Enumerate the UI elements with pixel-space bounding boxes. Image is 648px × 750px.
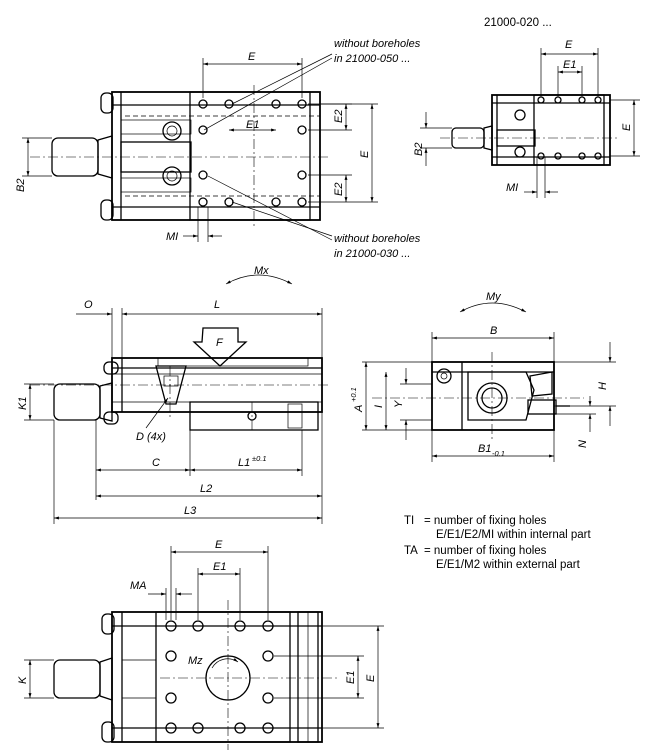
- dim-o: O: [84, 299, 93, 311]
- dim-l1: L1: [238, 457, 250, 469]
- dim-mi-top: MI: [166, 231, 178, 243]
- legend-ti-line2: E/E1/E2/MI within internal part: [436, 529, 591, 541]
- dim-b1-tol: -0.1: [492, 449, 505, 458]
- dim-b: B: [490, 325, 497, 337]
- dim-e1-bottom: E1: [213, 561, 226, 573]
- fixing-holes-top: [198, 99, 307, 207]
- dim-e-top: E: [248, 51, 256, 63]
- moment-mz: Mz: [188, 655, 203, 667]
- dim-k: K: [17, 676, 29, 684]
- dim-e-small: E: [565, 39, 573, 51]
- part-number: 21000-020 ...: [484, 17, 552, 29]
- dim-a-tol: +0.1: [349, 387, 358, 402]
- dim-e2-a: E2: [333, 110, 345, 123]
- moment-mx: Mx: [254, 265, 269, 277]
- dim-b1: B1: [478, 443, 491, 455]
- note-series-030: in 21000-030 ...: [334, 248, 410, 260]
- dim-e1-top: E1: [246, 119, 259, 131]
- dim-k1: K1: [17, 397, 29, 410]
- legend-ta-line2: E/E1/M2 within external part: [436, 559, 581, 571]
- dim-b2-top: B2: [15, 179, 27, 192]
- moment-my: My: [486, 291, 502, 303]
- dim-b2-small: B2: [413, 143, 425, 156]
- dim-l3: L3: [184, 505, 197, 517]
- dim-mi-small: MI: [506, 182, 518, 194]
- dim-d: D (4x): [136, 431, 166, 443]
- legend-ta-line1: = number of fixing holes: [424, 545, 547, 557]
- front-view: [362, 302, 616, 462]
- dim-e1-bottom-right: E1: [345, 671, 357, 684]
- dim-y: Y: [393, 400, 405, 408]
- legend-ta-key: TA: [404, 545, 418, 557]
- note-without-boreholes-1: without boreholes: [334, 38, 421, 50]
- dim-h: H: [597, 382, 609, 390]
- fixing-holes-bottom: [165, 620, 274, 734]
- note-series-050: in 21000-050 ...: [334, 53, 410, 65]
- dim-e1-small: E1: [563, 59, 576, 71]
- force-f: F: [216, 337, 224, 349]
- bottom-view: [24, 546, 384, 750]
- legend: TI = number of fixing holes E/E1/E2/MI w…: [404, 515, 591, 571]
- dim-a: A: [353, 405, 365, 413]
- dim-e-bottom: E: [215, 539, 223, 551]
- side-view: [24, 274, 330, 524]
- dim-c: C: [152, 457, 160, 469]
- dim-l1-tol: ±0.1: [252, 454, 267, 463]
- dim-ma: MA: [130, 580, 147, 592]
- small-top-view: [420, 48, 640, 198]
- dim-l: L: [214, 299, 220, 311]
- dim-e-bottom-right: E: [365, 674, 377, 682]
- dim-l2: L2: [200, 483, 212, 495]
- dim-e-right: E: [359, 150, 371, 158]
- top-view: [22, 53, 378, 242]
- legend-ti-key: TI: [404, 515, 414, 527]
- note-without-boreholes-2: without boreholes: [334, 233, 421, 245]
- dim-i: I: [373, 405, 385, 408]
- dim-e2-b: E2: [333, 183, 345, 196]
- dim-e-small-right: E: [621, 123, 633, 131]
- dim-n: N: [577, 440, 589, 448]
- legend-ti-line1: = number of fixing holes: [424, 515, 547, 527]
